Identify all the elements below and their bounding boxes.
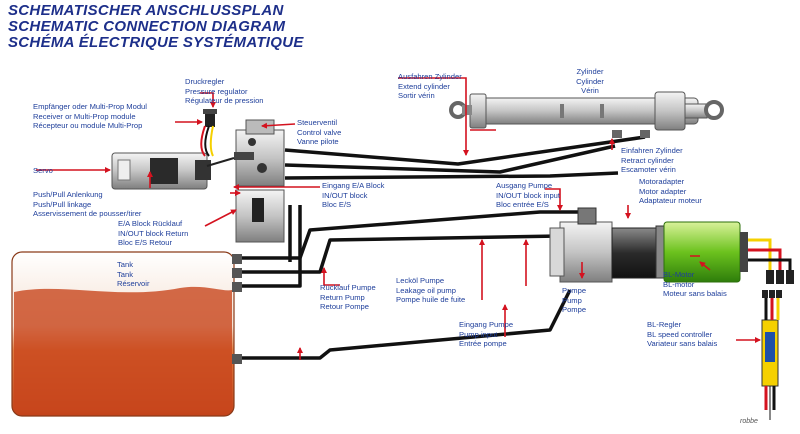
label-line: Adaptateur moteur	[639, 196, 702, 206]
title-german: SCHEMATISCHER ANSCHLUSSPLAN	[8, 2, 284, 19]
label-line: E/A Block Rücklauf	[118, 219, 183, 228]
label-return-pump: Rücklauf Pumpe Return Pump Retour Pompe	[320, 283, 376, 312]
label-line: Asservissement de pousser/tirer	[33, 209, 142, 219]
label-line: Variateur sans balais	[647, 339, 718, 349]
label-pressure-regulator: Druckregler Pressure regulator Régulateu…	[185, 77, 264, 106]
pressure-regulator	[203, 109, 217, 127]
label-line: BL-Regler	[647, 320, 682, 329]
label-pump-input: Eingang Pumpe Pump input Entrée pompe	[459, 320, 513, 349]
hydraulic-cylinder	[449, 91, 724, 138]
label-inout-block: Eingang E/A Block IN/OUT block Bloc E/S	[322, 181, 384, 210]
motor-wires	[748, 238, 794, 284]
control-valve	[234, 119, 285, 187]
label-line: Ausfahren Zylinder	[398, 72, 462, 81]
watermark: robbe	[740, 418, 758, 425]
label-line: Régulateur de pression	[185, 96, 264, 106]
label-line: IN/OUT block	[322, 190, 368, 200]
label-line: Tank	[117, 269, 134, 279]
label-motor-adapter: Motoradapter Motor adapter Adaptateur mo…	[639, 177, 702, 206]
label-line: Motoradapter	[639, 177, 685, 186]
label-line: Pompe huile de fuite	[396, 295, 466, 305]
title-english: SCHEMATIC CONNECTION DIAGRAM	[8, 18, 286, 35]
label-tank: Tank Tank Réservoir	[117, 260, 150, 289]
label-pump-output: Ausgang Pumpe IN/OUT block input Bloc en…	[496, 181, 560, 210]
label-block-return: E/A Block Rücklauf IN/OUT block Return B…	[118, 219, 188, 248]
servo	[111, 152, 235, 190]
label-control-valve: Steuerventil Control valve Vanne pilote	[297, 118, 341, 147]
label-line: Push/Pull linkage	[33, 199, 92, 209]
label-line: Entrée pompe	[459, 339, 507, 349]
label-line: Eingang Pumpe	[459, 320, 514, 329]
label-line: Motor adapter	[639, 186, 687, 196]
bl-speed-controller	[761, 290, 782, 420]
label-line: Druckregler	[185, 77, 225, 86]
hoses	[242, 135, 646, 360]
label-push-pull-linkage: Push/Pull Anlenkung Push/Pull linkage As…	[33, 190, 141, 219]
label-bl-motor: BL-Motor BL-motor Moteur sans balais	[663, 270, 727, 299]
label-line: Receiver or Multi-Prop module	[33, 111, 136, 121]
inout-block	[235, 189, 285, 243]
tank-port-1	[232, 254, 242, 264]
label-line: Servo	[33, 166, 53, 175]
label-line: Steuerventil	[297, 118, 338, 127]
label-line: IN/OUT block input	[496, 190, 561, 200]
label-extend-cylinder: Ausfahren Zylinder Extend cylinder Sorti…	[398, 72, 462, 101]
label-line: Moteur sans balais	[663, 289, 727, 299]
label-line: Tank	[117, 260, 134, 269]
label-line: Escamoter vérin	[621, 165, 676, 175]
label-cylinder: Zylinder Cylinder Vérin	[560, 67, 620, 96]
label-receiver: Empfänger oder Multi-Prop Modul Receiver…	[33, 102, 147, 131]
label-line: Bloc entrée E/S	[496, 200, 549, 210]
label-line: Récepteur ou module Multi-Prop	[33, 121, 143, 131]
label-line: Ausgang Pumpe	[496, 181, 553, 190]
label-line: Retour Pompe	[320, 302, 369, 312]
label-line: BL-motor	[663, 279, 695, 289]
title-french: SCHÉMA ÉLECTRIQUE SYSTÉMATIQUE	[8, 34, 304, 51]
label-line: Empfänger oder Multi-Prop Modul	[33, 102, 147, 111]
label-line: Eingang E/A Block	[322, 181, 385, 190]
tank-port-3	[232, 282, 242, 292]
label-line: Sortir vérin	[398, 91, 435, 101]
label-line: Lecköl Pumpe	[396, 276, 445, 285]
label-line: Pompe	[562, 305, 587, 315]
label-line: Control valve	[297, 127, 342, 137]
label-line: BL-Motor	[663, 270, 695, 279]
servo-wires	[200, 125, 214, 157]
tank	[11, 251, 242, 417]
label-servo: Servo	[33, 166, 53, 176]
label-line: Extend cylinder	[398, 81, 450, 91]
label-line: Pumpe	[562, 286, 587, 295]
label-leakage-oil-pump: Lecköl Pumpe Leakage oil pump Pompe huil…	[396, 276, 465, 305]
label-line: Zylinder	[576, 67, 604, 76]
label-line: Push/Pull Anlenkung	[33, 190, 103, 199]
label-line: Pressure regulator	[185, 86, 248, 96]
annotation-arrows	[36, 77, 761, 360]
label-pump: Pumpe Pump Pompe	[562, 286, 586, 315]
label-line: Bloc E/S	[322, 200, 352, 210]
tank-port-4	[232, 354, 242, 364]
label-line: Rücklauf Pumpe	[320, 283, 376, 292]
label-line: Retract cylinder	[621, 155, 674, 165]
label-line: Einfahren Zylinder	[621, 146, 683, 155]
label-line: Return Pump	[320, 292, 365, 302]
label-line: Vérin	[581, 86, 599, 96]
pump	[549, 207, 657, 283]
label-line: Cylinder	[576, 76, 604, 86]
bl-motor	[655, 221, 748, 283]
label-line: Pump input	[459, 329, 498, 339]
label-line: Réservoir	[117, 279, 150, 289]
label-line: Bloc E/S Retour	[118, 238, 173, 248]
label-retract-cylinder: Einfahren Zylinder Retract cylinder Esca…	[621, 146, 683, 175]
tank-port-2	[232, 268, 242, 278]
label-line: IN/OUT block Return	[118, 228, 189, 238]
label-line: BL speed controller	[647, 329, 713, 339]
label-line: Pump	[562, 295, 582, 305]
label-line: Vanne pilote	[297, 137, 339, 147]
label-line: Leakage oil pump	[396, 285, 456, 295]
label-bl-speed-controller: BL-Regler BL speed controller Variateur …	[647, 320, 717, 349]
